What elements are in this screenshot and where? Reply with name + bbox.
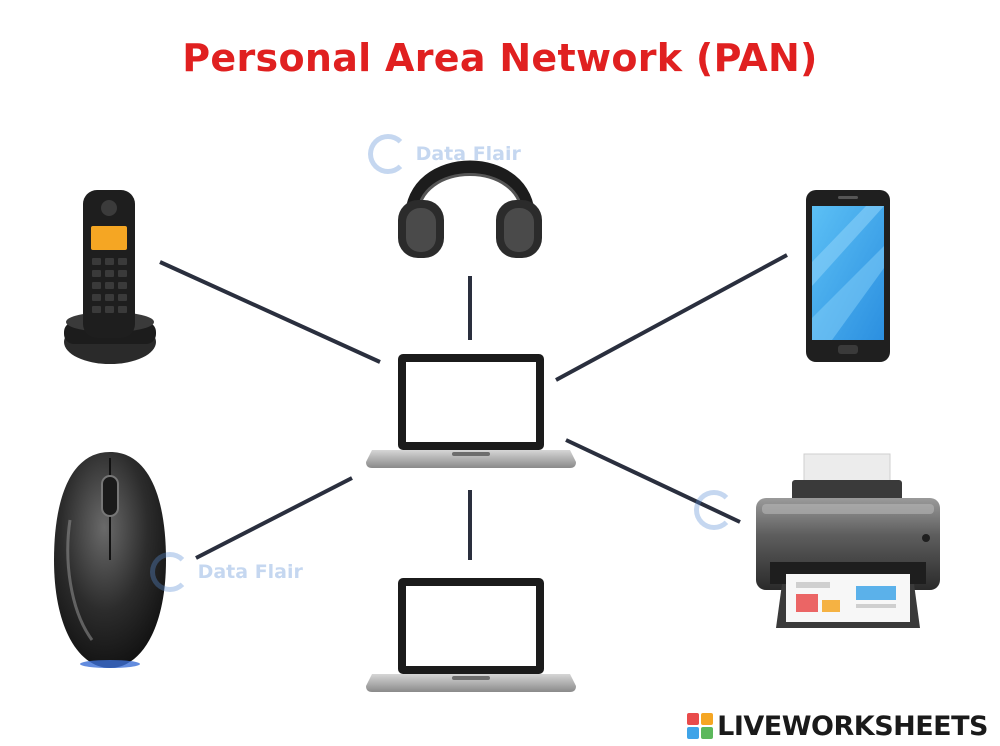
cordless-phone-icon [64, 190, 156, 364]
connector-mouse [195, 476, 353, 560]
printer-icon [756, 453, 940, 628]
mouse-icon [54, 452, 166, 668]
diagram-title: Personal Area Network (PAN) [182, 36, 818, 80]
connector-cordless-phone [159, 260, 381, 364]
watermark-icon [694, 490, 734, 530]
watermark-text: Data Flair [197, 560, 303, 583]
watermark-text: Data Flair [415, 142, 521, 165]
laptop-icon [366, 578, 576, 692]
watermark-icon [150, 552, 190, 592]
watermark-logo: Data Flair [150, 552, 303, 592]
watermark-logo: Data Flair [368, 134, 521, 174]
connector-smartphone [555, 253, 788, 382]
watermark-logo [694, 490, 736, 530]
laptop-icon [366, 354, 576, 468]
watermark-icon [368, 134, 408, 174]
smartphone-icon [806, 190, 890, 362]
headphones-icon [398, 160, 542, 258]
liveworksheets-icon [687, 713, 714, 739]
brand-logo[interactable]: LIVEWORKSHEETS [687, 708, 988, 744]
brand-text: LIVEWORKSHEETS [717, 710, 988, 742]
